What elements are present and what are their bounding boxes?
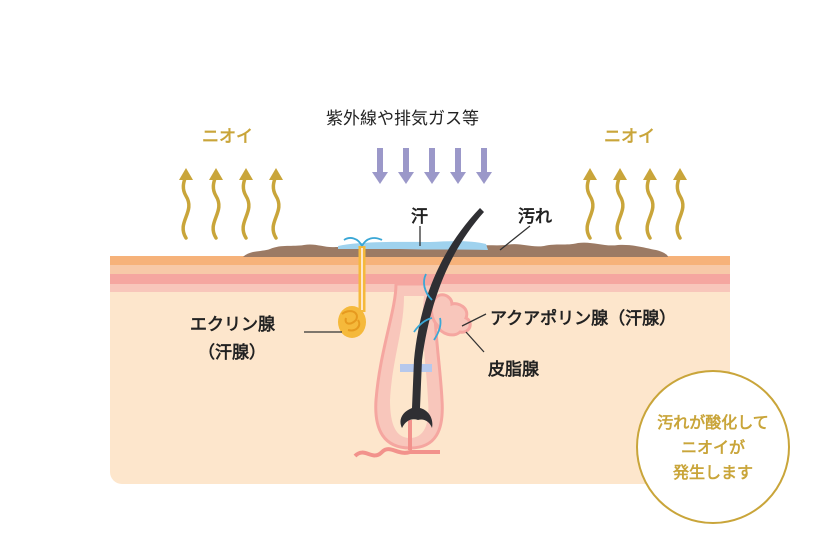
odor-arrow	[239, 168, 253, 240]
odor-arrow	[673, 168, 687, 240]
uv-arrow-2	[398, 148, 414, 184]
uv-label: 紫外線や排気ガス等	[326, 109, 479, 129]
apocrine-sweat-arrows	[413, 273, 442, 341]
eccrine-sub-label: （汗腺）	[198, 343, 266, 363]
callout-line-2: ニオイが	[680, 437, 745, 457]
sebaceous-label: 皮脂腺	[488, 360, 539, 380]
odor-arrow	[269, 168, 283, 240]
odor-label-left: ニオイ	[202, 127, 253, 147]
uv-arrows	[372, 148, 492, 184]
sweat-label: 汗	[411, 207, 428, 227]
odor-arrows-right	[583, 168, 687, 240]
odor-label-right: ニオイ	[604, 127, 655, 147]
dirt-label: 汚れ	[518, 207, 552, 227]
odor-arrow	[643, 168, 657, 240]
callout-circle: 汚れが酸化して ニオイが 発生します	[636, 370, 790, 524]
epidermis-top-band	[110, 256, 730, 265]
uv-arrow-4	[450, 148, 466, 184]
uv-arrow-5	[476, 148, 492, 184]
hair-shaft	[400, 208, 484, 428]
leader-lines	[304, 225, 531, 353]
epidermis-band-3	[110, 274, 730, 284]
blood-vessel	[353, 420, 440, 458]
odor-arrow	[583, 168, 597, 240]
uv-arrow-3	[424, 148, 440, 184]
odor-arrow	[613, 168, 627, 240]
odor-arrows-left	[179, 168, 283, 240]
epidermis-band-2	[110, 265, 730, 274]
uv-arrow-1	[372, 148, 388, 184]
apocrine-label: アクアポリン腺（汗腺）	[490, 309, 677, 329]
callout-line-1: 汚れが酸化して	[657, 412, 769, 432]
callout-line-3: 発生します	[672, 462, 753, 482]
odor-arrow	[179, 168, 193, 240]
eccrine-label: エクリン腺	[190, 315, 275, 335]
eccrine-gland	[338, 306, 366, 338]
odor-arrow	[209, 168, 223, 240]
eccrine-sweat-arrows	[343, 237, 383, 247]
